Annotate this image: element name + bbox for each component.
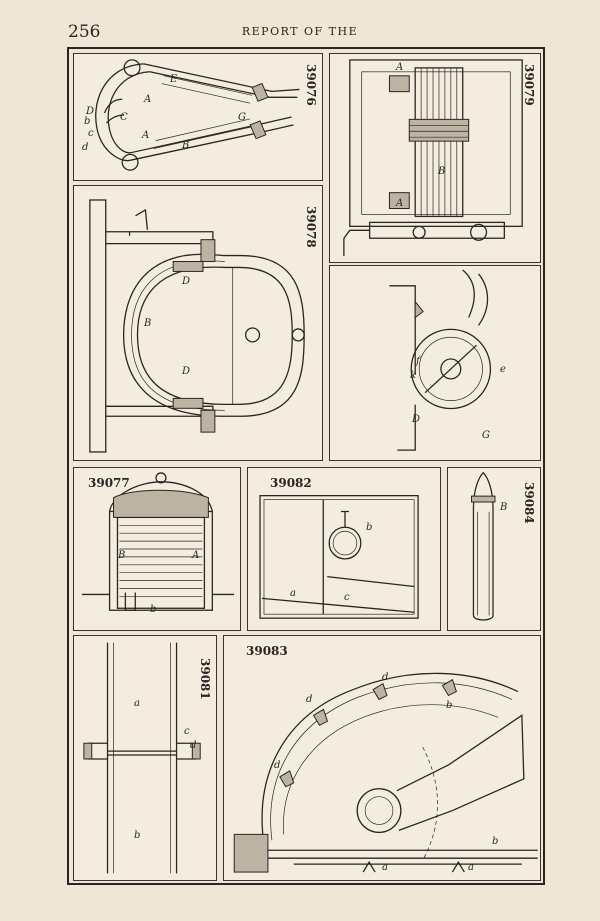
page-number: 256	[68, 22, 101, 42]
engraving-plate: 39076 E A A B G C D d c b 39079 A A B	[67, 47, 545, 885]
fig-label: b	[134, 830, 141, 841]
fig-label: D	[182, 276, 191, 287]
fig-label: d	[82, 142, 89, 153]
fig-label: D	[412, 414, 421, 425]
fig-label: A	[396, 62, 404, 73]
fig-label: E	[170, 74, 178, 85]
fig-label: G	[238, 112, 246, 123]
fig-label: A	[192, 550, 200, 561]
figure-39078-drawing	[89, 199, 305, 453]
figure-39077: 39077 B A b	[73, 467, 241, 631]
fig-label: b	[492, 836, 499, 847]
fig-label: f	[416, 356, 420, 367]
fig-label: a	[134, 698, 140, 709]
figure-number: 39081	[198, 658, 212, 700]
fig-label: a	[468, 862, 474, 873]
fig-label: D	[86, 106, 95, 117]
fig-label: B	[438, 166, 446, 177]
running-head: REPORT OF THE	[241, 25, 359, 38]
fig-label: a	[290, 588, 296, 599]
fig-label: c	[88, 128, 94, 139]
figure-39079: 39079 A A B	[329, 53, 541, 263]
figure-39081-drawing	[83, 642, 201, 874]
fig-label: d	[382, 672, 389, 683]
fig-label: A	[144, 94, 152, 105]
figure-39076-drawing	[95, 59, 300, 171]
figure-39082: 39082 b a c	[247, 467, 441, 631]
fig-label: e	[500, 364, 506, 375]
figure-number: 39079	[522, 64, 536, 106]
fig-label: C	[120, 112, 128, 123]
figure-39078: 39078 D B D	[73, 185, 323, 461]
fig-label: k	[410, 370, 417, 381]
fig-label: A	[396, 198, 404, 209]
fig-label: b	[446, 700, 453, 711]
fig-label: c	[184, 726, 190, 737]
fig-label: A	[142, 130, 150, 141]
figure-39084: 39084 B	[447, 467, 541, 631]
figure-39079-detail-drawing	[389, 269, 492, 451]
figure-39079-detail: f k e D G	[329, 265, 541, 461]
fig-label: B	[500, 502, 508, 513]
fig-label: B	[182, 140, 190, 151]
figure-39083-drawing	[233, 672, 538, 873]
fig-label: b	[366, 522, 373, 533]
fig-label: B	[144, 318, 152, 329]
fig-label: c	[344, 592, 350, 603]
fig-label: d	[306, 694, 313, 705]
figure-39083: 39083 d d d b a a b	[223, 635, 541, 881]
fig-label: G	[482, 430, 490, 441]
figure-number: 39077	[88, 476, 130, 490]
fig-label: D	[182, 366, 191, 377]
figure-39076: 39076 E A A B G C D d c b	[73, 53, 323, 181]
figure-number: 39076	[304, 64, 318, 106]
fig-label: b	[84, 116, 91, 127]
fig-label: d	[190, 740, 197, 751]
fig-label: a	[382, 862, 388, 873]
figure-39084-drawing	[471, 471, 496, 621]
fig-label: d	[274, 760, 281, 771]
figure-number: 39083	[246, 644, 288, 658]
figure-number: 39078	[304, 206, 318, 248]
fig-label: B	[118, 550, 126, 561]
fig-label: b	[150, 604, 157, 615]
figure-39077-drawing	[81, 472, 235, 611]
figure-number: 39084	[522, 482, 536, 524]
figure-39081: 39081 a c d b	[73, 635, 217, 881]
figure-39082-drawing	[259, 495, 419, 619]
figure-39079-drawing	[343, 59, 523, 257]
figure-number: 39082	[270, 476, 312, 490]
